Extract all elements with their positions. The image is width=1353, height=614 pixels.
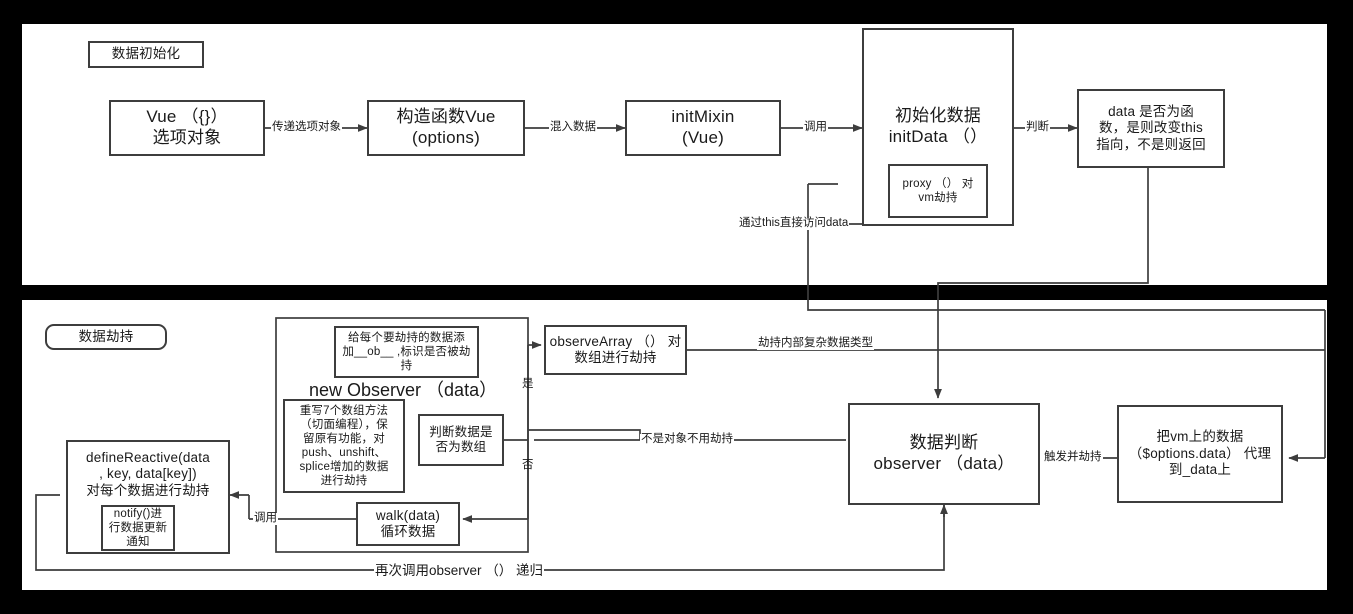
header-label-data-hijack: 数据劫持 xyxy=(45,324,167,350)
node-init-mixin-line2: (Vue) xyxy=(682,128,724,147)
node-observe-array[interactable]: observeArray （） 对 数组进行劫持 xyxy=(544,325,687,375)
node-define-reactive-line2: , key, data[key]) xyxy=(99,466,197,482)
node-proxy-options-data-line3: 到_data上 xyxy=(1168,462,1232,478)
node-init-data-line2: initData （） xyxy=(888,126,988,146)
edge-label-no: 否 xyxy=(522,459,534,471)
node-notify-line1: notify()进 xyxy=(113,507,163,520)
node-rewrite-line1: 重写7个数组方法 xyxy=(299,404,389,417)
node-vue-entry-line1: Vue （{}） xyxy=(146,107,228,127)
node-observer-judge-line2: observer （data） xyxy=(873,454,1015,473)
edge-label-not-object: 不是对象不用劫持 xyxy=(640,433,734,446)
node-vue-constructor-line2: (options) xyxy=(412,128,480,147)
edge-label-mix-data: 混入数据 xyxy=(549,121,597,134)
node-rewrite-line5: splice增加的数据 xyxy=(299,461,389,474)
node-rewrite-line4: push、unshift、 xyxy=(301,447,387,459)
node-walk-line2: 循环数据 xyxy=(380,524,436,539)
header-label-data-initialization: 数据初始化 xyxy=(88,41,204,68)
node-observer-group-title: new Observer （data） xyxy=(309,380,498,400)
node-init-mixin-line1: initMixin xyxy=(671,107,735,127)
node-proxy-vm-line2: vm劫持 xyxy=(918,192,958,204)
node-data-is-function-line2: 数，是则改变this xyxy=(1098,120,1203,136)
node-data-is-function-line3: 指向，不是则返回 xyxy=(1096,136,1206,152)
node-add-ob-flag[interactable]: 给每个要劫持的数据添 加__ob__ ,标识是否被劫 持 xyxy=(334,326,479,378)
node-rewrite-line3: 留原有功能，对 xyxy=(303,432,385,445)
edge-label-access-via-this: 通过this直接访问data xyxy=(738,217,850,230)
node-observe-array-line1: observeArray （） 对 xyxy=(549,333,682,349)
node-walk-line1: walk(data) xyxy=(375,507,441,523)
node-proxy-options-data-line2: （$options.data） 代理 xyxy=(1128,445,1272,461)
node-rewrite-array-methods[interactable]: 重写7个数组方法 （切面编程），保 留原有功能，对 push、unshift、 … xyxy=(283,399,405,493)
node-define-reactive-line3: 对每个数据进行劫持 xyxy=(86,482,210,498)
node-proxy-options-data-line1: 把vm上的数据 xyxy=(1156,429,1244,445)
node-init-data[interactable]: 初始化数据 initData （） xyxy=(862,28,1014,226)
edge-label-pass-options: 传递选项对象 xyxy=(271,121,342,134)
node-vue-constructor[interactable]: 构造函数Vue (options) xyxy=(367,100,525,156)
edge-label-judge: 判断 xyxy=(1025,121,1050,134)
node-walk-data[interactable]: walk(data) 循环数据 xyxy=(356,502,460,546)
node-data-is-function-line1: data 是否为函 xyxy=(1108,103,1194,119)
edge-label-hijack-inner: 劫持内部复杂数据类型 xyxy=(757,337,874,350)
edge-label-invoke-initdata: 调用 xyxy=(803,121,828,134)
node-add-ob-flag-line3: 持 xyxy=(400,360,413,372)
node-init-mixin[interactable]: initMixin (Vue) xyxy=(625,100,781,156)
node-observer-judge[interactable]: 数据判断 observer （data） xyxy=(848,403,1040,505)
edge-label-invoke-definereactive: 调用 xyxy=(253,512,278,525)
node-is-array-line2: 否为数组 xyxy=(435,440,487,454)
node-proxy-vm-line1: proxy （） 对 xyxy=(902,177,974,190)
node-vue-constructor-line1: 构造函数Vue xyxy=(396,107,496,127)
edge-label-yes: 是 xyxy=(522,378,534,390)
node-is-array-line1: 判断数据是 xyxy=(429,424,493,439)
node-data-is-function[interactable]: data 是否为函 数，是则改变this 指向，不是则返回 xyxy=(1077,89,1225,168)
node-rewrite-line6: 进行劫持 xyxy=(320,475,368,488)
node-notify-update[interactable]: notify()进 行数据更新 通知 xyxy=(101,505,175,551)
node-vue-entry[interactable]: Vue （{}） 选项对象 xyxy=(109,100,265,156)
node-is-array-check[interactable]: 判断数据是 否为数组 xyxy=(418,414,504,466)
node-init-data-line1: 初始化数据 xyxy=(894,106,981,125)
node-notify-line2: 行数据更新 xyxy=(108,522,168,534)
node-add-ob-flag-line1: 给每个要劫持的数据添 xyxy=(347,331,465,344)
node-proxy-options-data[interactable]: 把vm上的数据 （$options.data） 代理 到_data上 xyxy=(1117,405,1283,503)
node-notify-line3: 通知 xyxy=(126,536,150,549)
edge-label-trigger-hijack: 触发并劫持 xyxy=(1043,451,1103,464)
node-proxy-vm[interactable]: proxy （） 对 vm劫持 xyxy=(888,164,988,218)
edge-label-recursive-observer: 再次调用observer （） 递归 xyxy=(374,563,545,578)
node-rewrite-line2: （切面编程），保 xyxy=(300,418,388,431)
node-add-ob-flag-line2: 加__ob__ ,标识是否被劫 xyxy=(342,345,471,358)
node-vue-entry-line2: 选项对象 xyxy=(152,128,222,147)
node-define-reactive-line1: defineReactive(data xyxy=(86,450,210,465)
node-observer-judge-line1: 数据判断 xyxy=(909,433,979,453)
node-observe-array-line2: 数组进行劫持 xyxy=(574,350,657,365)
